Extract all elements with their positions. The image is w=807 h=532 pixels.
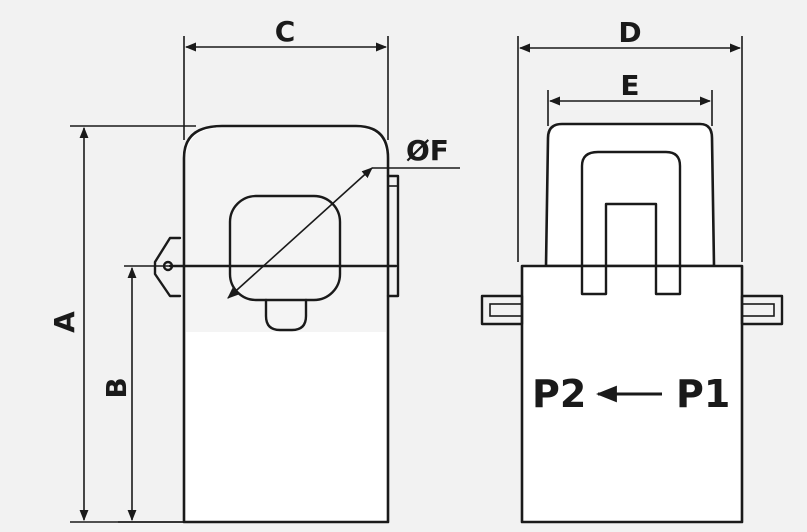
lower-tab xyxy=(264,298,308,332)
side-view xyxy=(480,122,784,524)
label-e: E xyxy=(620,69,639,102)
diameter-leader xyxy=(227,167,373,299)
left-lug xyxy=(480,294,524,326)
label-p1: P1 xyxy=(676,372,730,416)
dim-d: D xyxy=(517,16,743,262)
dim-e: E xyxy=(547,69,713,126)
u-latch xyxy=(580,150,682,296)
right-lug xyxy=(740,294,784,326)
label-b: B xyxy=(100,377,133,398)
dim-a: A xyxy=(48,125,196,523)
label-p2: P2 xyxy=(532,372,586,416)
side-latch xyxy=(386,174,400,298)
dim-b: B xyxy=(100,265,184,523)
polarity-marking: P2 P1 xyxy=(532,372,730,416)
label-c: C xyxy=(275,15,296,48)
label-diameter: ØF xyxy=(406,134,449,167)
label-a: A xyxy=(48,311,81,333)
front-view xyxy=(153,124,460,524)
label-d: D xyxy=(618,16,641,49)
hinge-clip xyxy=(153,236,182,298)
side-upper-clamp xyxy=(544,122,716,268)
dim-c: C xyxy=(183,15,389,140)
